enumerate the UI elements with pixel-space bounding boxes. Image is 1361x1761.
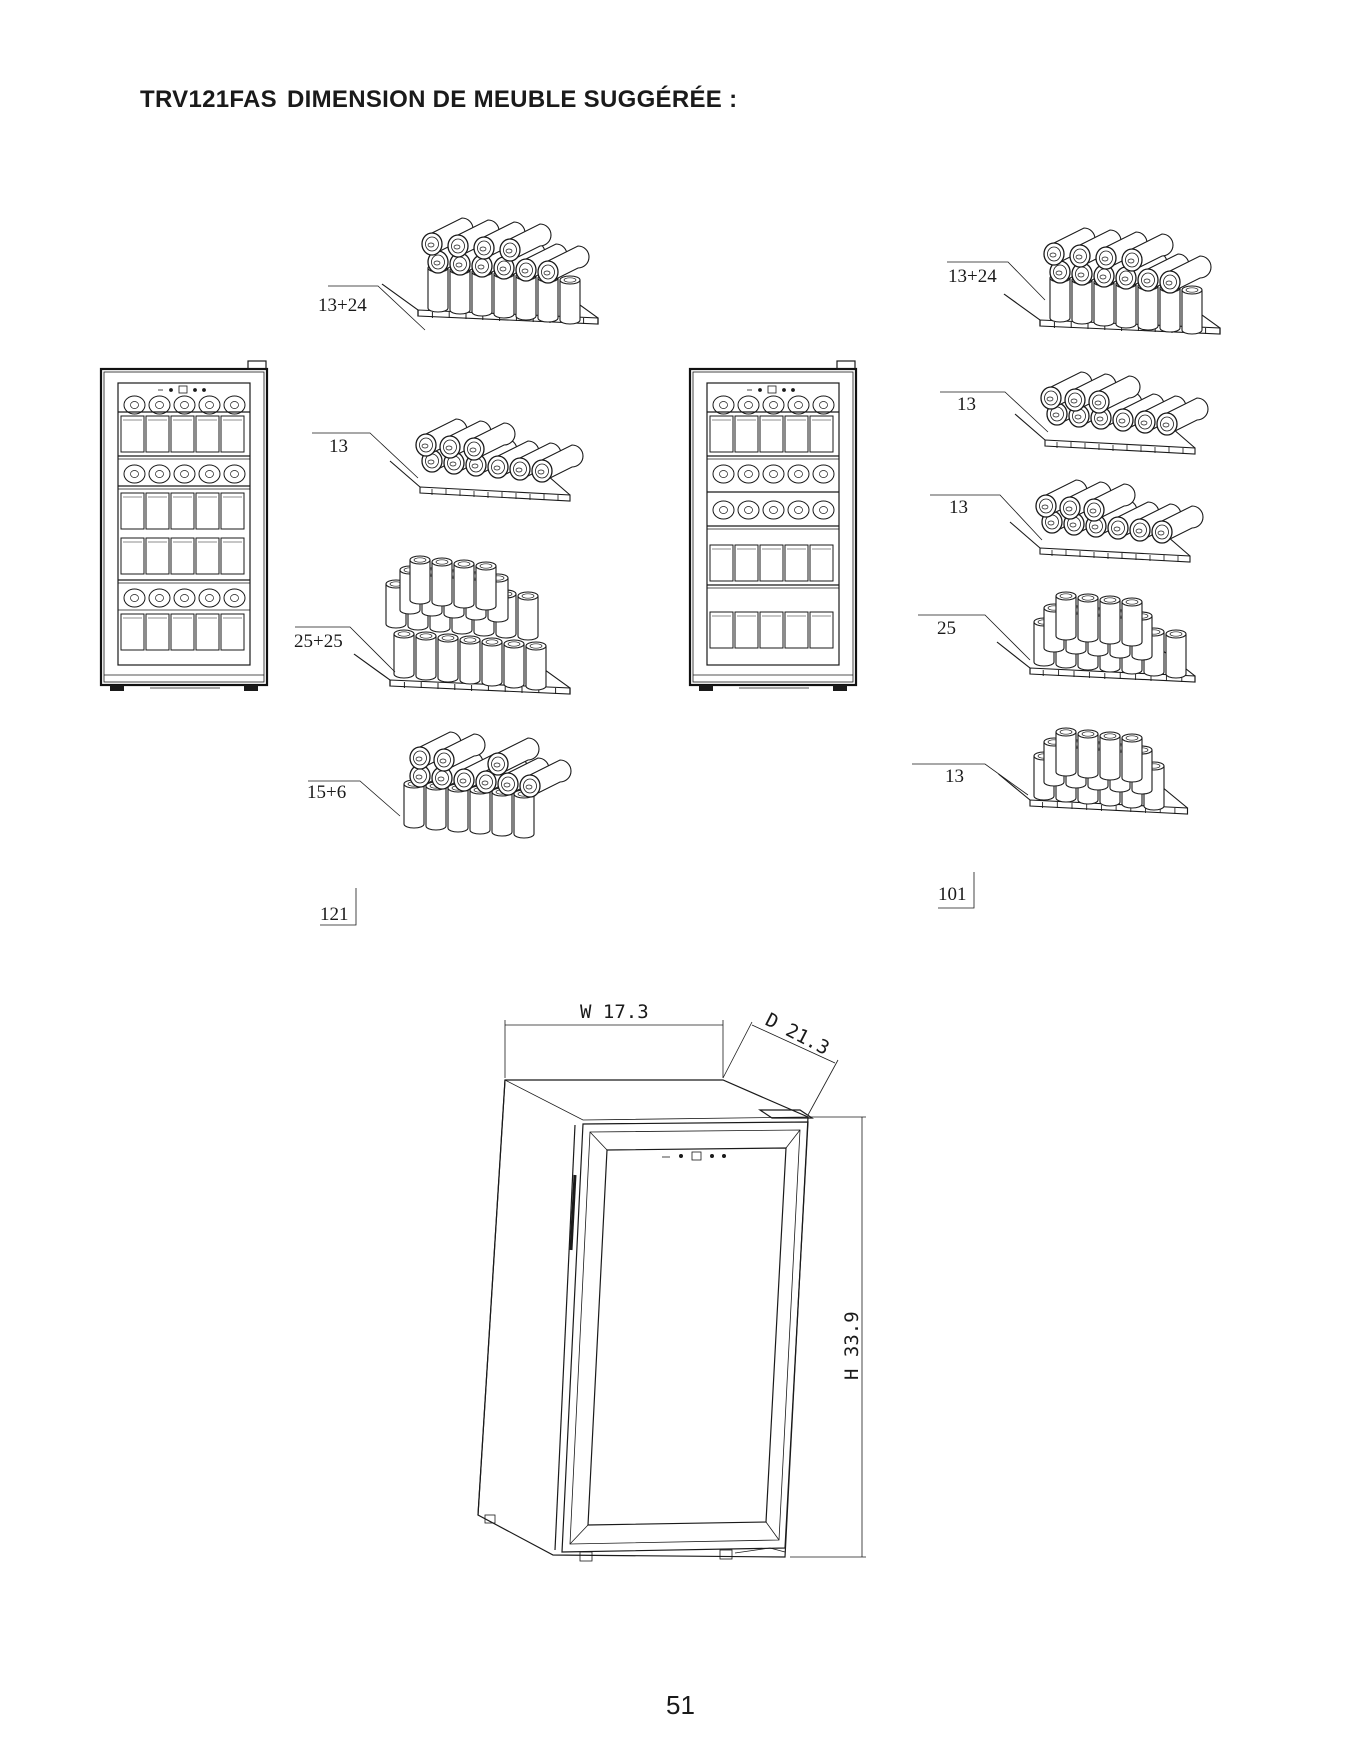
left-shelf-3 xyxy=(354,556,570,694)
width-dimension-label: W 17.3 xyxy=(580,1001,649,1023)
dimension-lines xyxy=(505,1020,866,1557)
right-shelf-4 xyxy=(997,592,1195,682)
left-shelf-4-label: 15+6 xyxy=(307,782,346,803)
right-shelf-3-label: 13 xyxy=(949,497,968,518)
right-leaders xyxy=(912,262,1048,908)
right-shelf-1 xyxy=(1004,228,1220,334)
right-shelf-3 xyxy=(1010,480,1203,562)
height-dimension-label: H 33.9 xyxy=(841,1311,863,1380)
fridge-isometric-view xyxy=(478,1080,812,1561)
left-shelf-3-label: 25+25 xyxy=(294,631,343,652)
page-number: 51 xyxy=(0,1690,1361,1721)
right-cabinet-front-view xyxy=(690,361,856,691)
left-shelf-4 xyxy=(404,732,571,838)
right-shelf-2-label: 13 xyxy=(957,394,976,415)
left-total-label: 121 xyxy=(320,904,349,925)
left-shelf-2 xyxy=(390,419,583,501)
right-total-label: 101 xyxy=(938,884,967,905)
left-shelf-1-label: 13+24 xyxy=(318,295,367,316)
right-shelf-1-label: 13+24 xyxy=(948,266,997,287)
right-shelf-2 xyxy=(1015,372,1208,454)
left-shelf-2-label: 13 xyxy=(329,436,348,457)
right-shelf-5-label: 13 xyxy=(945,766,964,787)
right-shelf-4-label: 25 xyxy=(937,618,956,639)
right-shelf-5 xyxy=(999,728,1188,814)
left-cabinet-front-view xyxy=(101,361,267,691)
left-shelf-1 xyxy=(382,218,598,324)
